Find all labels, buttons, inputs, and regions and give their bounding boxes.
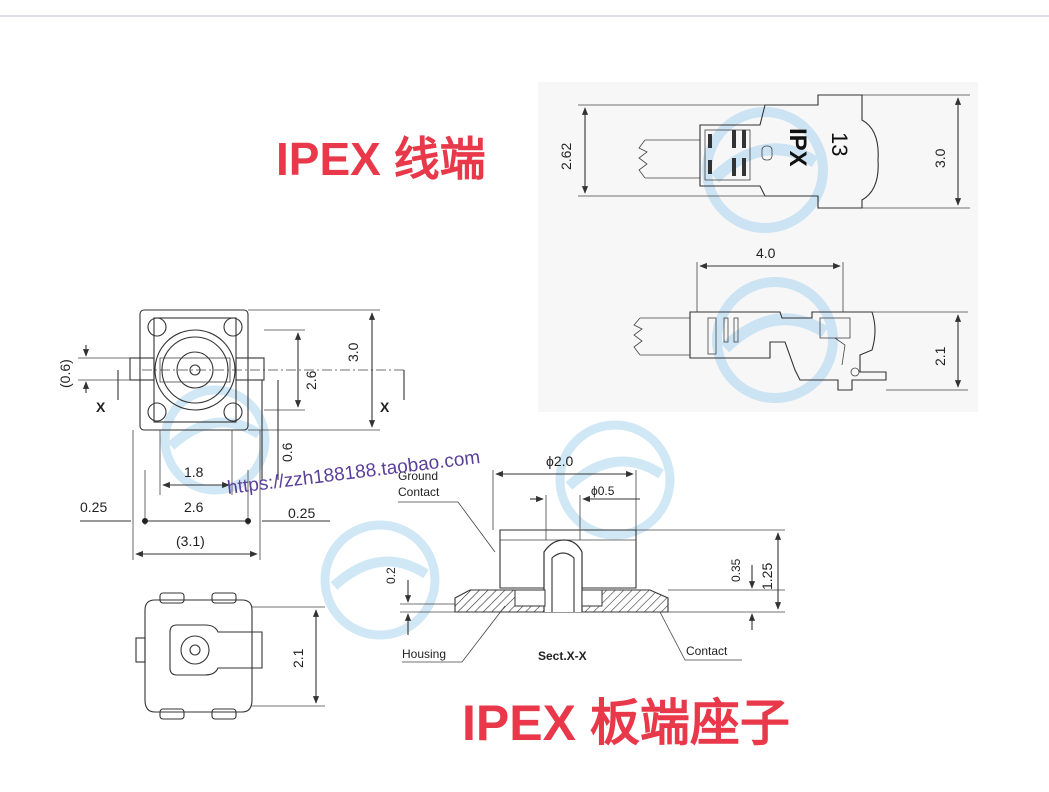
dim-plug-width: 3.0 [932, 148, 948, 168]
title-cable-end: IPEX 线端 [276, 133, 486, 185]
dim-26-vert: 2.6 [303, 370, 319, 390]
dim-26-horiz: 2.6 [184, 499, 204, 515]
dim-02: 0.2 [384, 567, 398, 584]
plug-top-view: IPX 13 [638, 94, 879, 209]
dim-18: 1.8 [184, 464, 204, 480]
title-board-end: IPEX 板端座子 [462, 695, 790, 751]
plug-marking-code: 13 [827, 132, 852, 156]
plug-panel-background [538, 82, 978, 412]
section-mark-right: X [380, 399, 390, 415]
watermark-logo [702, 107, 828, 233]
dim-035: 0.35 [729, 558, 743, 582]
dim-plug-side-height: 2.1 [932, 346, 948, 366]
label-contact-top: Contact [398, 485, 440, 499]
dim-125: 1.25 [759, 563, 775, 590]
watermark-logo [555, 420, 675, 540]
dim-30-vert: 3.0 [345, 342, 361, 362]
dim-025-right: 0.25 [288, 505, 315, 521]
label-ground: Ground [398, 469, 438, 483]
dim-06-paren: (0.6) [57, 359, 73, 388]
label-housing: Housing [402, 647, 446, 661]
dim-plug-height: 2.62 [558, 143, 574, 170]
dim-21: 2.1 [290, 648, 306, 668]
label-contact: Contact [686, 644, 728, 658]
dim-phi20: ϕ2.0 [546, 453, 574, 469]
watermark-logo-group [160, 107, 838, 640]
dim-plug-length: 4.0 [756, 245, 776, 261]
dim-025-left: 0.25 [80, 499, 107, 515]
watermark-logo [160, 385, 270, 495]
dim-31-paren: (3.1) [176, 533, 205, 549]
label-section: Sect.X-X [538, 649, 587, 663]
watermark-logo [320, 520, 440, 640]
dim-06-vert: 0.6 [279, 442, 295, 462]
section-mark-left: X [96, 399, 106, 415]
section-view [454, 529, 669, 613]
receptacle-bottom-view [135, 592, 263, 720]
watermark-logo [712, 277, 838, 403]
dim-phi05: ϕ0.5 [591, 484, 615, 498]
plug-marking-brand: IPX [784, 128, 811, 167]
